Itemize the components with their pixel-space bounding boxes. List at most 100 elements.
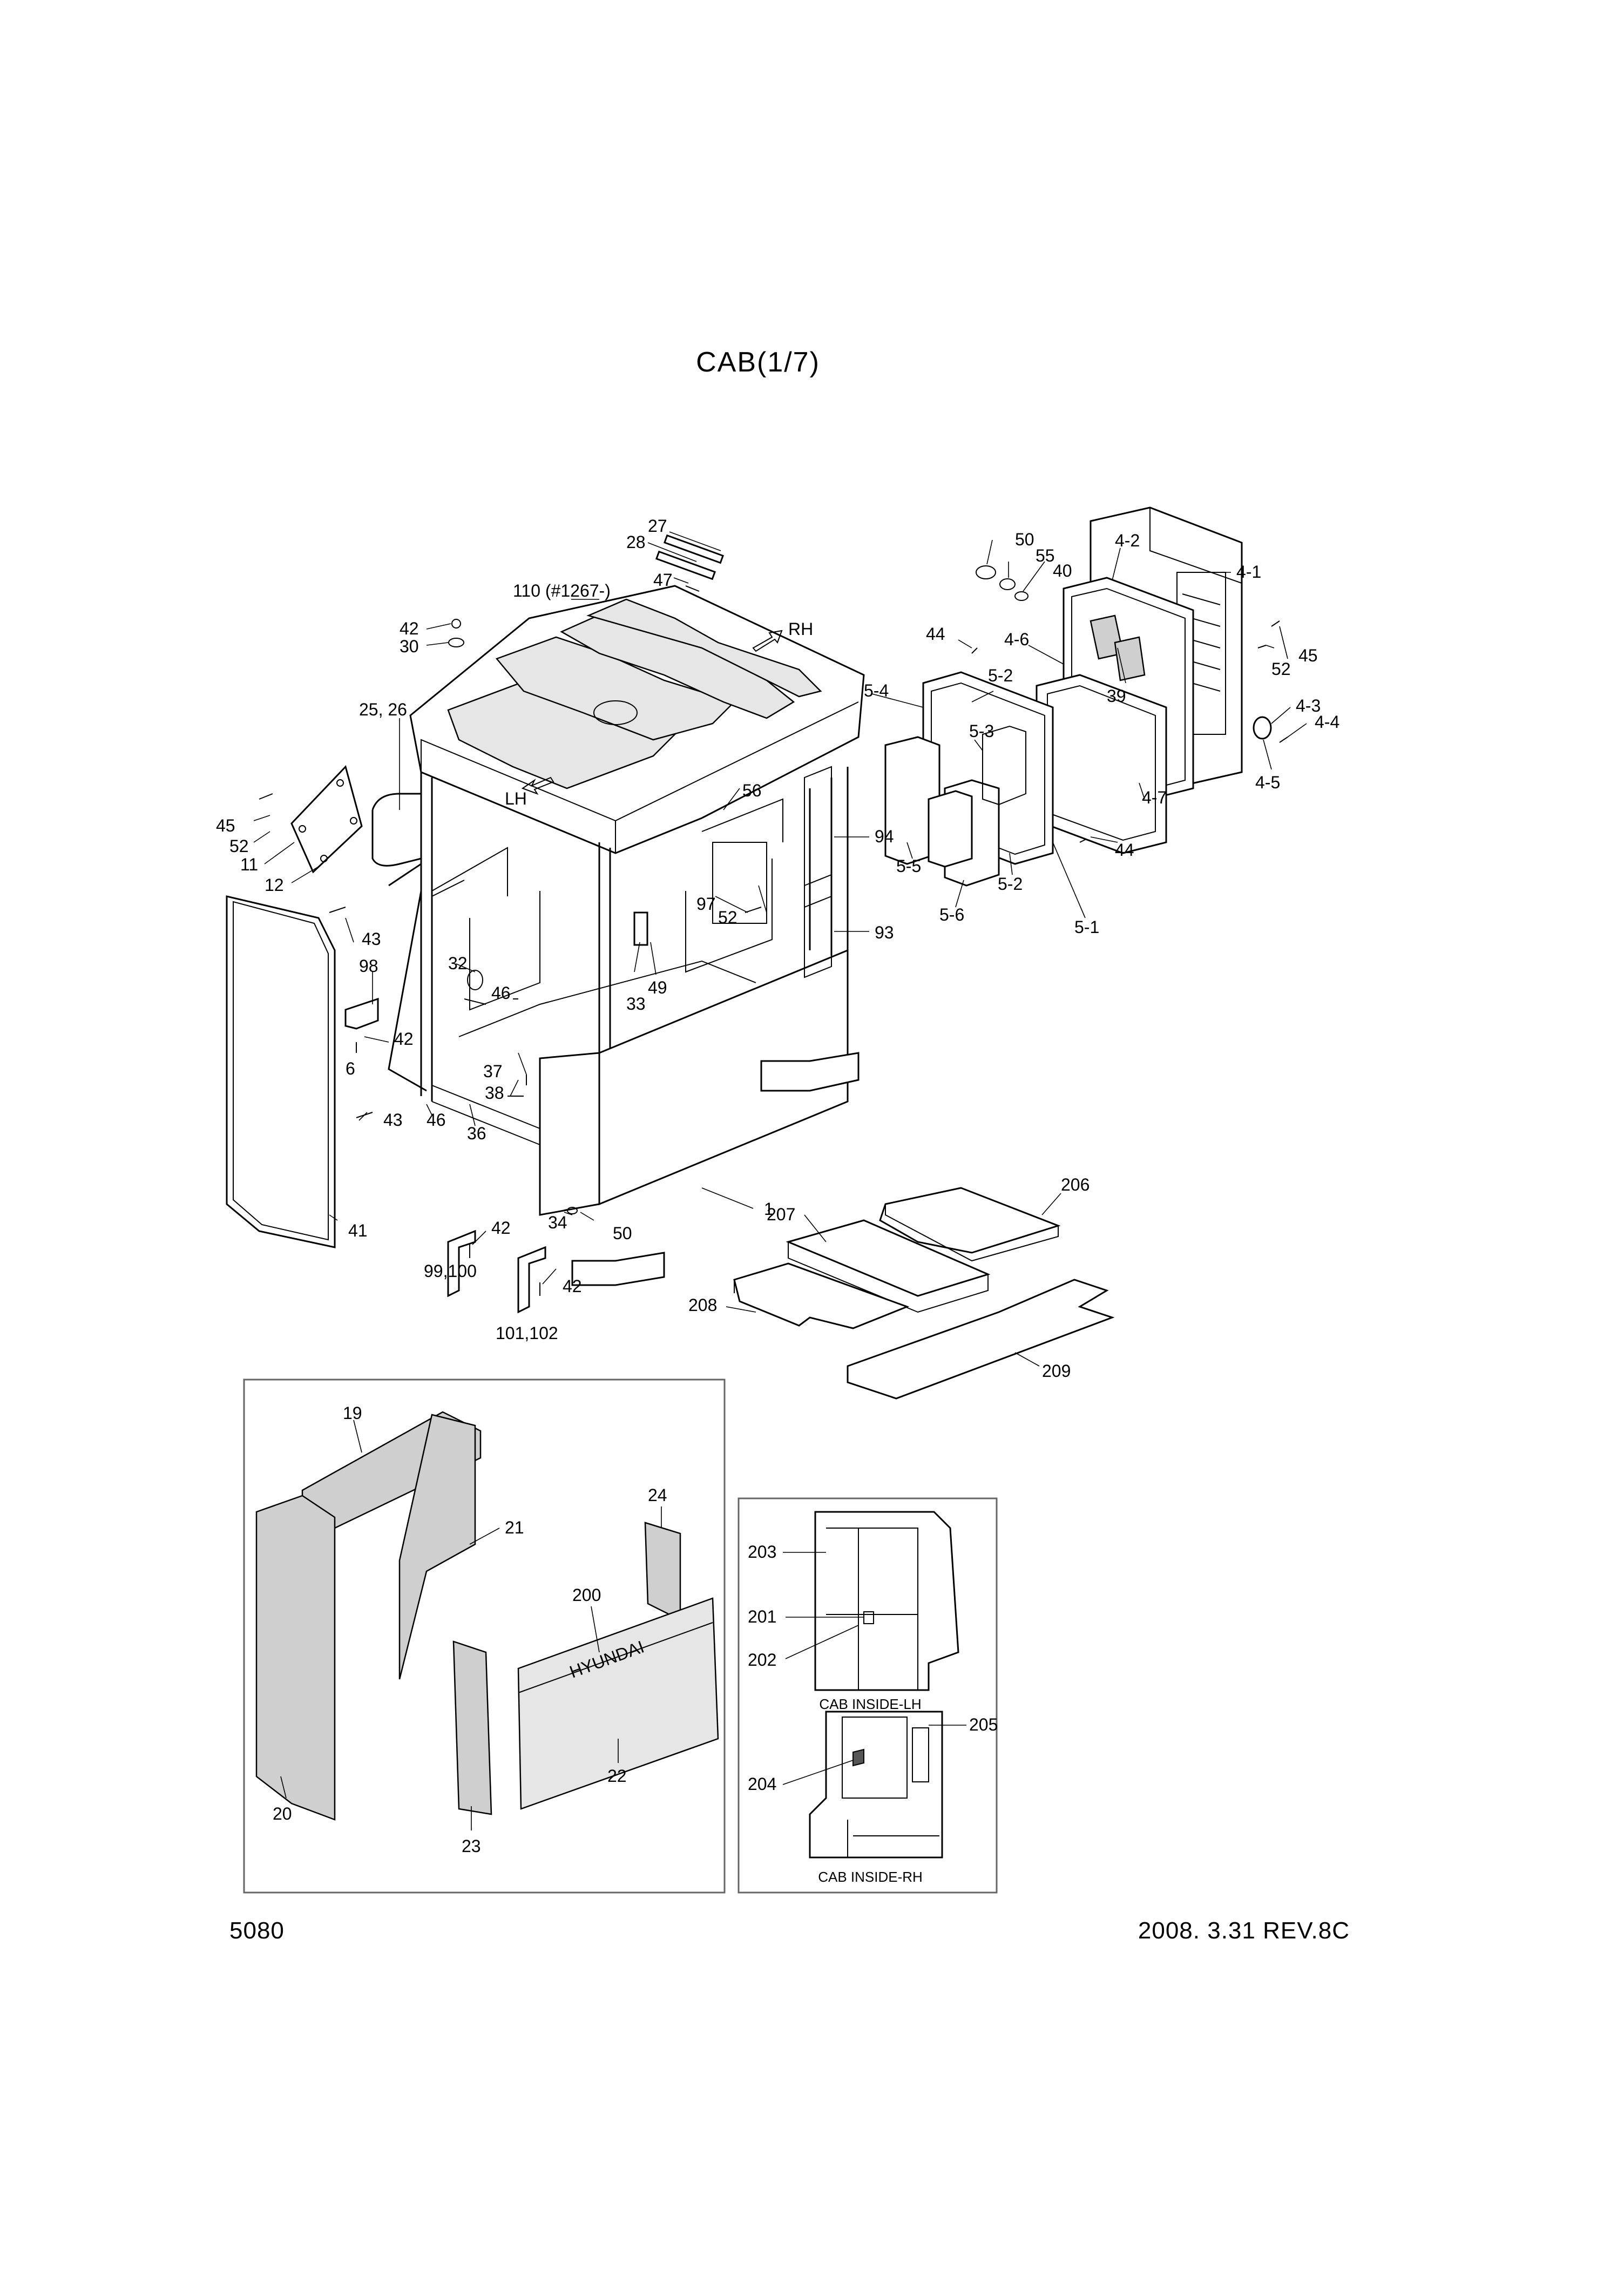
callout-19: 19 [343,1403,362,1423]
callout-52: 52 [229,836,249,856]
callout-11: 11 [240,855,258,874]
callout-24: 24 [648,1485,667,1505]
callout-50: 50 [613,1224,632,1243]
callout-110: 110 (#1267-) [513,581,611,600]
callout-204: 204 [748,1774,776,1794]
callout-201: 201 [748,1607,776,1626]
door-seal [226,895,336,1248]
cab-inside-lh [814,1511,959,1691]
callout-21: 21 [505,1518,524,1537]
callout-4-3: 4-3 [1296,696,1321,715]
callout-38: 38 [485,1083,504,1103]
callout-30: 30 [400,637,419,656]
callout-94: 94 [875,827,894,846]
callout-34: 34 [548,1213,567,1232]
callout-52: 52 [718,908,737,927]
callout-42: 42 [394,1029,414,1049]
callout-4-4: 4-4 [1315,712,1339,732]
callout-5-3: 5-3 [969,721,994,741]
callout-42: 42 [491,1218,511,1238]
callout-25-26: 25, 26 [359,700,407,719]
callout-5-5: 5-5 [896,856,921,876]
callout-49: 49 [648,978,667,997]
callout-43: 43 [383,1110,403,1130]
trim-panels-inset [243,1379,726,1894]
callout-56: 56 [742,781,762,800]
revision-date: 2008. 3.31 REV.8C [1138,1917,1350,1944]
callout-5-2: 5-2 [998,874,1023,894]
callouts: 27 28 47 110 (#1267-) 42 30 25, 26 45 52… [216,516,1339,1856]
callout-203: 203 [748,1542,776,1562]
bracket-98 [344,997,379,1030]
callout-101-102: 101,102 [496,1323,558,1343]
door-rail [388,862,427,1092]
page-title: CAB(1/7) [696,347,820,378]
callout-20: 20 [273,1804,292,1823]
cab-inside-rh [809,1711,943,1859]
callout-99-100: 99,100 [424,1261,477,1281]
callout-46: 46 [491,983,511,1003]
callout-5-6: 5-6 [939,905,964,924]
callout-55: 55 [1036,546,1055,565]
callout-44: 44 [926,624,945,644]
callout-22: 22 [607,1766,627,1786]
callout-44: 44 [1115,840,1134,860]
callout-43: 43 [362,929,381,949]
cab-inside-rh-label: CAB INSIDE-RH [818,1869,923,1885]
callout-6: 6 [346,1059,355,1078]
callout-4-7: 4-7 [1142,788,1167,807]
callout-98: 98 [359,956,378,976]
callout-47: 47 [653,570,673,590]
leader-lines [253,531,1307,1830]
filter-assembly [884,671,1054,887]
callout-205: 205 [969,1715,998,1734]
callout-40: 40 [1053,561,1072,580]
trim-panels: HYUNDAI [255,1411,719,1821]
callout-32: 32 [448,954,468,973]
fasteners [259,534,1288,1296]
callout-5-1: 5-1 [1074,917,1099,937]
callout-207: 207 [767,1205,795,1224]
callout-45: 45 [216,816,235,835]
cab-frame: RH LH [409,585,865,1286]
cab-inside-inset [737,1497,998,1894]
callout-37: 37 [483,1062,503,1081]
callout-209: 209 [1042,1361,1071,1381]
hinge-plate-11 [290,765,363,874]
callout-97: 97 [696,894,716,914]
lh-arrow-icon [521,776,554,795]
callout-41: 41 [348,1221,368,1240]
cab-inside-lh-label: CAB INSIDE-LH [819,1696,921,1712]
callout-42: 42 [563,1276,582,1296]
callout-5-2: 5-2 [988,666,1013,685]
callout-50: 50 [1015,530,1034,549]
callout-208: 208 [688,1295,717,1315]
callout-36: 36 [467,1124,486,1143]
callout-4-5: 4-5 [1255,773,1280,792]
page-number: 5080 [229,1917,285,1944]
callout-202: 202 [748,1650,776,1670]
callout-33: 33 [626,994,646,1013]
callout-23: 23 [462,1836,481,1856]
callout-4-1: 4-1 [1236,562,1261,582]
callout-39: 39 [1107,686,1126,706]
callout-1: 1 [764,1199,774,1219]
callout-4-2: 4-2 [1115,531,1140,550]
callout-200: 200 [572,1585,601,1605]
bracket-101-102 [517,1246,546,1314]
callout-52: 52 [1271,659,1291,679]
lh-label: LH [505,789,527,808]
callout-206: 206 [1061,1175,1090,1194]
floor-mats [733,1187,1115,1400]
aircon-assembly [1036,506,1243,854]
callout-28: 28 [626,532,646,552]
callout-4-6: 4-6 [1004,630,1029,649]
rh-arrow-icon [752,630,783,652]
callout-12: 12 [265,875,284,895]
callout-5-4: 5-4 [864,681,889,700]
bracket-99-100 [447,1229,476,1298]
callout-27: 27 [648,516,667,536]
callout-42: 42 [400,619,419,638]
